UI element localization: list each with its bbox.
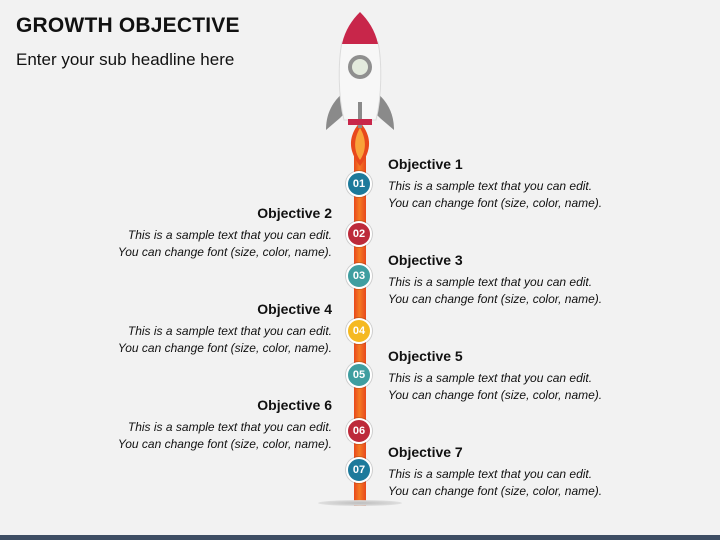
objective-text: This is a sample text that you can edit. xyxy=(388,371,593,385)
objective-node-4: 04 xyxy=(346,318,372,344)
page-title: GROWTH OBJECTIVE xyxy=(16,14,240,37)
objective-text: You can change font (size, color, name). xyxy=(388,484,603,498)
objective-node-6: 06 xyxy=(346,418,372,444)
objective-1: Objective 1 This is a sample text that y… xyxy=(388,156,628,212)
objective-text: This is a sample text that you can edit. xyxy=(127,228,332,242)
objective-text: You can change font (size, color, name). xyxy=(388,388,603,402)
objective-text: This is a sample text that you can edit. xyxy=(388,275,593,289)
objective-text: You can change font (size, color, name). xyxy=(388,292,603,306)
objective-text: This is a sample text that you can edit. xyxy=(127,420,332,434)
objective-title: Objective 1 xyxy=(388,156,463,172)
objective-2: Objective 2 This is a sample text that y… xyxy=(92,205,332,261)
objective-7: Objective 7 This is a sample text that y… xyxy=(388,444,628,500)
objective-text: You can change font (size, color, name). xyxy=(117,245,332,259)
objective-node-3: 03 xyxy=(346,263,372,289)
objective-title: Objective 5 xyxy=(388,348,463,364)
objective-text: You can change font (size, color, name). xyxy=(117,341,332,355)
objective-node-1: 01 xyxy=(346,171,372,197)
objective-text: This is a sample text that you can edit. xyxy=(127,324,332,338)
objective-node-2: 02 xyxy=(346,221,372,247)
ground-shadow xyxy=(318,500,402,506)
objective-3: Objective 3 This is a sample text that y… xyxy=(388,252,628,308)
objective-node-7: 07 xyxy=(346,457,372,483)
objective-title: Objective 4 xyxy=(257,301,332,317)
objective-title: Objective 6 xyxy=(257,397,332,413)
objective-text: You can change font (size, color, name). xyxy=(388,196,603,210)
objective-title: Objective 2 xyxy=(257,205,332,221)
objective-6: Objective 6 This is a sample text that y… xyxy=(92,397,332,453)
objective-4: Objective 4 This is a sample text that y… xyxy=(92,301,332,357)
objective-text: This is a sample text that you can edit. xyxy=(388,467,593,481)
footer-bar xyxy=(0,535,720,540)
objective-title: Objective 7 xyxy=(388,444,463,460)
rocket-icon xyxy=(326,12,394,166)
objective-node-5: 05 xyxy=(346,362,372,388)
objective-title: Objective 3 xyxy=(388,252,463,268)
page-subtitle: Enter your sub headline here xyxy=(16,50,235,69)
objective-text: You can change font (size, color, name). xyxy=(117,437,332,451)
objective-5: Objective 5 This is a sample text that y… xyxy=(388,348,628,404)
objective-text: This is a sample text that you can edit. xyxy=(388,179,593,193)
